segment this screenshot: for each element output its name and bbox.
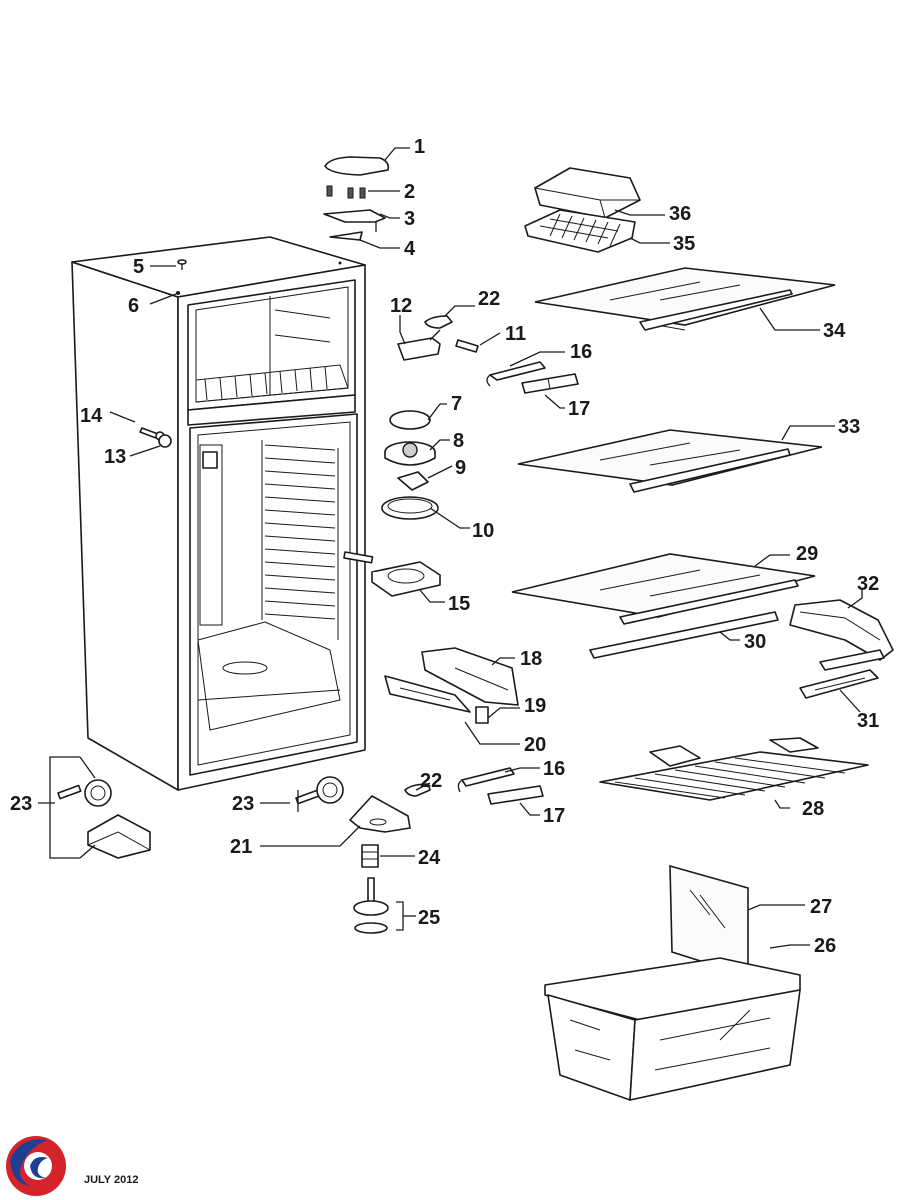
- callout-3: 3: [404, 208, 415, 230]
- callout-2: 2: [404, 181, 415, 203]
- callout-30: 30: [744, 631, 766, 653]
- callout-26: 26: [814, 935, 836, 957]
- roller-and-leveler-parts: [57, 776, 431, 934]
- callout-27: 27: [810, 896, 832, 918]
- callout-7: 7: [451, 393, 462, 415]
- callout-29: 29: [796, 543, 818, 565]
- callout-17-upper: 17: [568, 398, 590, 420]
- callout-10: 10: [472, 520, 494, 542]
- callout-15: 15: [448, 593, 470, 615]
- top-hinge-cover-parts: [323, 156, 390, 241]
- footer-date: JULY 2012: [84, 1174, 139, 1186]
- callout-14: 14: [80, 405, 103, 427]
- wire-shelf: [599, 737, 869, 801]
- callout-24: 24: [418, 847, 441, 869]
- callout-9: 9: [455, 457, 466, 479]
- refrigerator-cabinet: [71, 236, 366, 791]
- callout-25: 25: [418, 907, 440, 929]
- callout-4: 4: [404, 238, 416, 260]
- crisper-drawer: [544, 864, 801, 1101]
- callout-23-right: 23: [232, 793, 254, 815]
- callout-36: 36: [669, 203, 691, 225]
- light-cover-parts: [384, 647, 519, 724]
- side-screws: [139, 259, 187, 448]
- callout-20: 20: [524, 734, 546, 756]
- callout-labels: 1 2 3 4 5 6 7 8 9 10 11 12 13 14 15 16 1…: [10, 136, 879, 957]
- callout-21: 21: [230, 836, 252, 858]
- callout-33: 33: [838, 416, 860, 438]
- door-handle-parts-lower: [457, 767, 544, 805]
- callout-35: 35: [673, 233, 695, 255]
- callout-1: 1: [414, 136, 425, 158]
- callout-23-left: 23: [10, 793, 32, 815]
- callout-22-upper: 22: [478, 288, 500, 310]
- callout-13: 13: [104, 446, 126, 468]
- callout-16-lower: 16: [543, 758, 565, 780]
- callout-11: 11: [505, 323, 526, 345]
- fan-light-parts: [343, 410, 441, 597]
- brand-swirl-icon: [6, 1136, 66, 1196]
- callout-22-lower: 22: [420, 770, 442, 792]
- leader-lines: [38, 147, 863, 949]
- callout-31: 31: [857, 710, 879, 732]
- callout-12: 12: [390, 295, 412, 317]
- callout-16-upper: 16: [570, 341, 592, 363]
- crisper-rail-parts: [789, 599, 894, 699]
- callout-8: 8: [453, 430, 464, 452]
- door-handle-parts-upper: [486, 361, 579, 394]
- callout-18: 18: [520, 648, 542, 670]
- glass-shelves: [511, 267, 836, 659]
- callout-19: 19: [524, 695, 546, 717]
- callout-32: 32: [857, 573, 879, 595]
- callout-6: 6: [128, 295, 139, 317]
- callout-17-lower: 17: [543, 805, 565, 827]
- callout-28: 28: [802, 798, 824, 820]
- upper-hinge-assembly: [397, 315, 479, 361]
- callout-5: 5: [133, 256, 144, 278]
- ice-tray-parts: [524, 167, 641, 253]
- callout-34: 34: [823, 320, 846, 342]
